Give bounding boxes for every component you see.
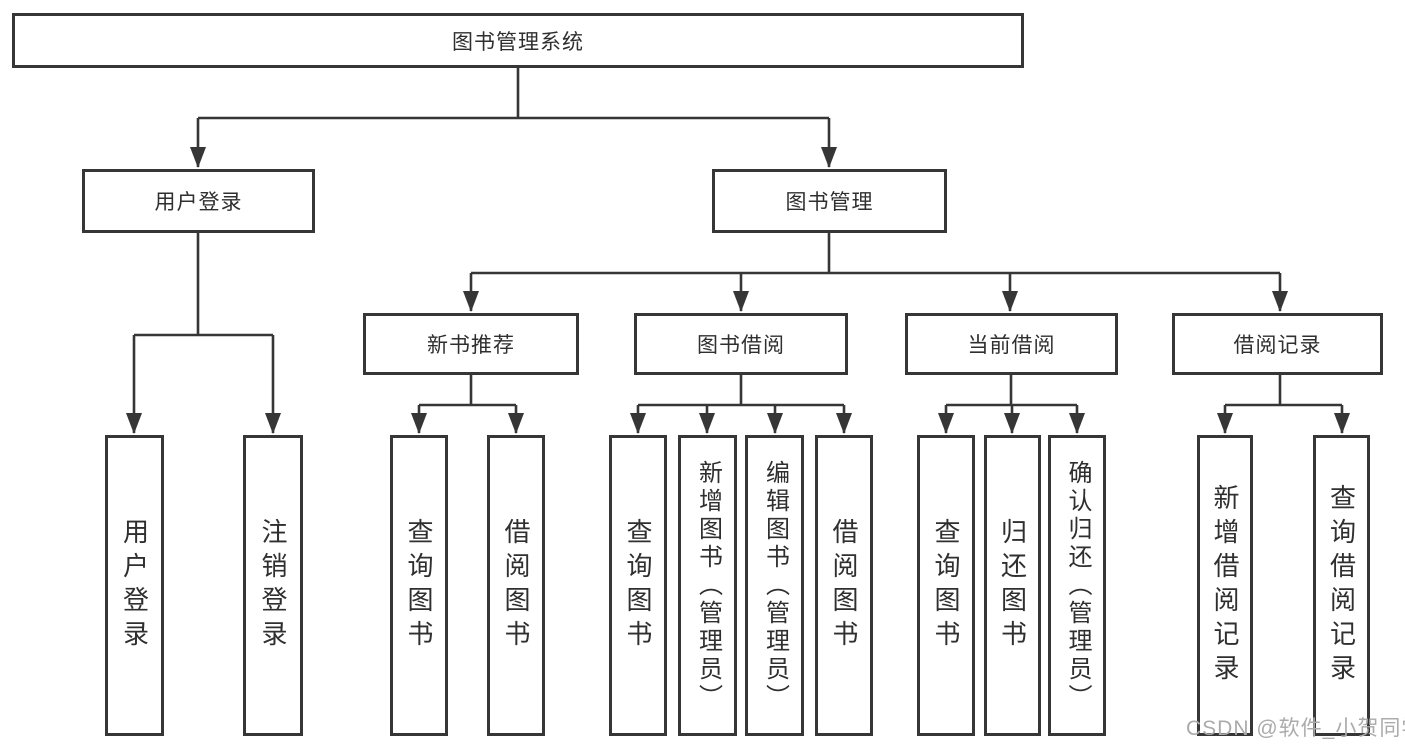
node-new-book-recommend: 新书推荐 [363, 313, 579, 375]
leaf-query-books-current: 查询图书 [917, 435, 975, 736]
leaf-add-borrow-record: 新增借阅记录 [1197, 435, 1253, 736]
node-user-login: 用户登录 [82, 169, 315, 233]
node-current-borrowing: 当前借阅 [905, 313, 1118, 375]
leaf-borrow-books-rec: 借阅图书 [487, 435, 545, 736]
leaf-logout: 注销登录 [243, 435, 303, 736]
leaf-query-books-rec: 查询图书 [390, 435, 448, 736]
connector-arrows [126, 118, 1350, 434]
node-book-borrowing: 图书借阅 [634, 313, 848, 375]
leaf-return-books: 归还图书 [984, 435, 1041, 736]
node-system-root: 图书管理系统 [12, 13, 1024, 68]
leaf-confirm-return-admin: 确认归还（管理员） [1048, 435, 1106, 736]
leaf-user-login: 用户登录 [105, 435, 164, 736]
csdn-watermark: CSDN @软件_小贺同学 [1186, 717, 1405, 740]
leaf-add-books-admin: 新增图书（管理员） [678, 435, 737, 736]
leaf-query-borrow-record: 查询借阅记录 [1313, 435, 1370, 736]
leaf-borrow-books: 借阅图书 [815, 435, 873, 736]
leaf-query-books: 查询图书 [609, 435, 667, 736]
connector-trunks [134, 68, 1342, 407]
node-borrow-records: 借阅记录 [1172, 313, 1383, 375]
node-book-management: 图书管理 [712, 169, 947, 233]
leaf-edit-books-admin: 编辑图书（管理员） [745, 435, 804, 736]
